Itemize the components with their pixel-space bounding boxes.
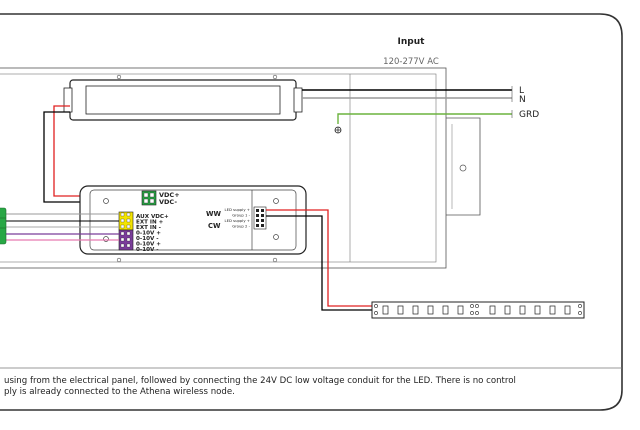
driver-hole-1 xyxy=(103,198,109,204)
housing-screw-2 xyxy=(272,74,278,80)
fixture-housing-outer xyxy=(0,67,447,269)
ac-power-supply-inner xyxy=(85,85,281,115)
driver-hole-2 xyxy=(103,236,109,242)
wire-led-positive xyxy=(266,209,372,307)
line-label-grd: GRD xyxy=(519,110,539,120)
terminal-label-group-1: Group 1 - xyxy=(232,213,250,218)
connector-pins xyxy=(120,212,131,248)
housing-screw-3 xyxy=(116,257,122,263)
side-bracket xyxy=(446,117,481,216)
vdc-minus-label: VDC- xyxy=(159,198,177,206)
instruction-caption: using from the electrical panel, followe… xyxy=(4,376,604,398)
terminal-label-group-2: Group 2 - xyxy=(232,224,250,229)
outer-frame xyxy=(0,13,623,411)
caption-line-2: ply is already connected to the Athena w… xyxy=(4,387,235,397)
led-driver-inner xyxy=(89,189,297,251)
wireless-node-stub xyxy=(0,207,7,245)
supply-cap-right xyxy=(293,87,303,113)
terminal-label-0-10v-minus-2: 0-10V - xyxy=(136,247,159,253)
driver-hole-4 xyxy=(273,234,279,240)
led-driver-module xyxy=(79,185,307,255)
led-strip xyxy=(371,301,585,319)
wire-led-negative xyxy=(266,215,372,311)
terminal-label-ext-in-minus: EXT IN - xyxy=(136,225,162,231)
output-terminal-block xyxy=(253,206,267,230)
driver-hole-3 xyxy=(273,198,279,204)
input-title: Input xyxy=(398,37,426,47)
terminal-label-led-supply-1: LED supply + xyxy=(224,207,250,212)
terminal-label-0-10v-plus-1: 0-10V + xyxy=(136,231,161,237)
terminal-label-0-10v-minus-1: 0-10V - xyxy=(136,236,159,242)
channel-label-cw: CW xyxy=(208,222,221,230)
right-terminal-labels: LED supply + Group 1 - LED supply + Grou… xyxy=(224,207,250,229)
terminal-label-aux: AUX VDC+ xyxy=(136,214,169,220)
input-voltage: 120-277V AC xyxy=(383,57,439,67)
vdc-plus-label: VDC+ xyxy=(159,191,180,199)
supply-cap-left xyxy=(63,87,73,113)
housing-screw-1 xyxy=(116,74,122,80)
caption-line-1: using from the electrical panel, followe… xyxy=(4,376,516,386)
led-strip-chips xyxy=(382,305,571,315)
line-label-l: L xyxy=(519,86,524,96)
line-label-n: N xyxy=(519,95,526,105)
fixture-housing-inner xyxy=(0,73,437,263)
bracket-hole xyxy=(459,164,467,172)
terminal-label-led-supply-2: LED supply + xyxy=(224,218,250,223)
wire-ground xyxy=(337,113,512,124)
housing-screw-4 xyxy=(272,257,278,263)
terminal-label-0-10v-plus-2: 0-10V + xyxy=(136,242,161,248)
channel-label-ww: WW xyxy=(206,210,221,218)
terminal-label-ext-in-plus: EXT IN + xyxy=(136,220,164,226)
left-terminal-labels: AUX VDC+ EXT IN + EXT IN - 0-10V + 0-10V… xyxy=(136,214,169,253)
led-strip-pads xyxy=(374,304,582,315)
